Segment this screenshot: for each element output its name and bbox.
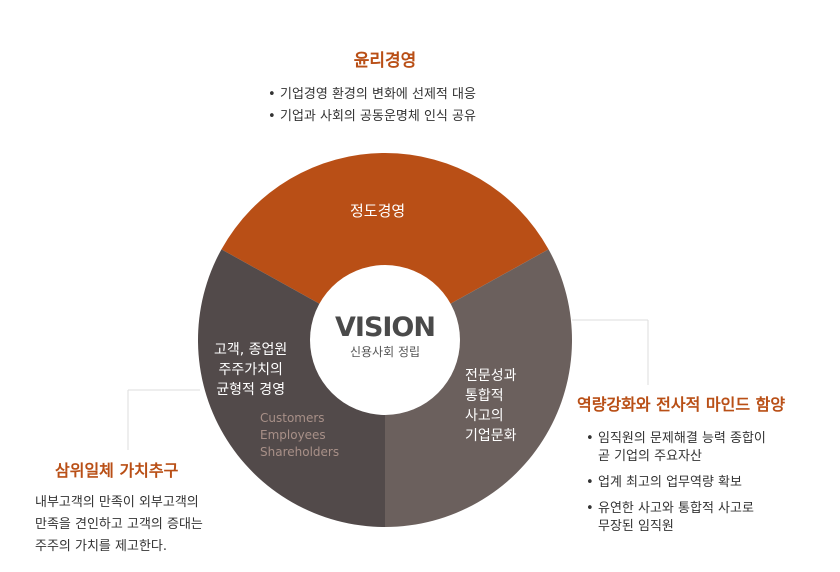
left-text-line: 주주의 가치를 제고한다. bbox=[35, 539, 167, 554]
english-line: Employees bbox=[260, 428, 326, 442]
segment-left bbox=[198, 249, 385, 527]
top-bullet: 기업과 사회의 공동운명체 인식 공유 bbox=[268, 108, 476, 126]
left-text: 내부고객의 만족이 외부고객의 만족을 견인하고 고객의 증대는 주주의 가치를… bbox=[35, 492, 203, 558]
center-label: VISION 신용사회 정립 bbox=[310, 312, 460, 360]
segment-right-label: 전문성과 통합적 사고의 기업문화 bbox=[465, 366, 517, 446]
center-circle bbox=[310, 265, 460, 415]
segment-top-label: 정도경영 bbox=[350, 202, 406, 220]
segment-left-label: 고객, 종업원 주주가치의 균형적 경영 bbox=[214, 340, 287, 400]
right-bullet: 임직원의 문제해결 능력 종합이 곧 기업의 주요자산 bbox=[586, 430, 766, 466]
vision-subtitle: 신용사회 정립 bbox=[349, 345, 421, 359]
left-text-line: 만족을 견인하고 고객의 증대는 bbox=[35, 517, 203, 532]
english-line: Shareholders bbox=[260, 445, 340, 459]
right-bullet: 업계 최고의 업무역량 확보 bbox=[586, 474, 766, 492]
english-line: Customers bbox=[260, 411, 325, 425]
right-title: 역량강화와 전사적 마인드 함양 bbox=[577, 395, 786, 414]
segment-right-line: 통합적 bbox=[465, 388, 504, 404]
left-text-line: 내부고객의 만족이 외부고객의 bbox=[35, 495, 199, 510]
right-bullet: 유연한 사고와 통합적 사고로 무장된 임직원 bbox=[586, 500, 766, 536]
segment-right-line: 전문성과 bbox=[465, 368, 517, 384]
segment-left-line: 균형적 경영 bbox=[216, 382, 286, 398]
left-title: 삼위일체 가치추구 bbox=[55, 461, 179, 480]
segment-left-line: 고객, 종업원 bbox=[214, 342, 288, 358]
right-bullets: 임직원의 문제해결 능력 종합이 곧 기업의 주요자산 업계 최고의 업무역량 … bbox=[586, 430, 766, 544]
top-bullet: 기업경영 환경의 변화에 선제적 대응 bbox=[268, 86, 476, 104]
segment-left-english: Customers Employees Shareholders bbox=[260, 410, 339, 461]
segment-top bbox=[221, 153, 549, 307]
top-bullets: 기업경영 환경의 변화에 선제적 대응 기업과 사회의 공동운명체 인식 공유 bbox=[268, 86, 476, 134]
segment-right-line: 사고의 bbox=[465, 408, 504, 424]
segment-left-line: 주주가치의 bbox=[218, 362, 283, 378]
segment-right-line: 기업문화 bbox=[465, 428, 517, 444]
top-title: 윤리경영 bbox=[353, 51, 417, 71]
segment-right bbox=[385, 249, 572, 527]
vision-title: VISION bbox=[335, 312, 436, 343]
